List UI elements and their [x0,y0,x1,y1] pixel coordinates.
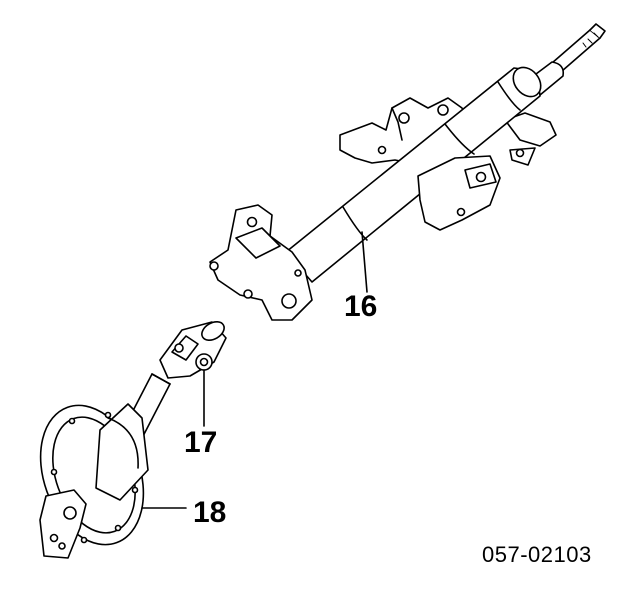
document-number: 057-02103 [482,542,592,567]
leader-line-16 [361,231,368,293]
column-tube [285,66,542,283]
callout-18: 18 [193,496,227,529]
lower-coupling [39,489,87,559]
splined-shaft-tip [551,23,606,72]
callout-16: 16 [344,290,378,323]
rubber-boot [95,403,149,501]
tilt-bracket-right [417,155,501,231]
universal-joint [159,321,227,379]
steering-column-assembly [209,23,606,321]
boot-seal-assembly [39,403,187,559]
lower-mount-bracket-left [209,204,313,321]
callout-17: 17 [184,426,218,459]
upper-mount-bracket-right [504,112,557,166]
